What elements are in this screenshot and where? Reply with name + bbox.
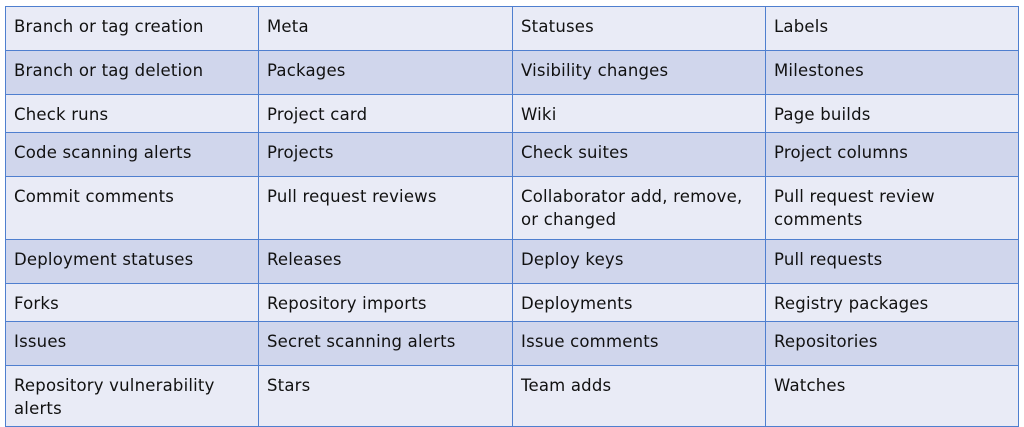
table-cell: Check suites xyxy=(512,132,766,177)
table-cell: Deployments xyxy=(512,283,766,322)
table-cell: Stars xyxy=(258,365,513,427)
table-cell: Team adds xyxy=(512,365,766,427)
table-cell: Repository vulnerability alerts xyxy=(5,365,259,427)
table-cell: Branch or tag creation xyxy=(5,6,259,51)
table-cell: Watches xyxy=(765,365,1019,427)
table-cell: Issues xyxy=(5,321,259,366)
table-cell: Repository imports xyxy=(258,283,513,322)
table-row: Branch or tag creation Meta Statuses Lab… xyxy=(5,6,1019,51)
table-cell: Statuses xyxy=(512,6,766,51)
table-cell: Page builds xyxy=(765,94,1019,133)
table-cell: Pull request review comments xyxy=(765,176,1019,240)
table-row: Code scanning alerts Projects Check suit… xyxy=(5,132,1019,177)
table-cell: Pull requests xyxy=(765,239,1019,284)
table-cell: Branch or tag deletion xyxy=(5,50,259,95)
table-cell: Repositories xyxy=(765,321,1019,366)
table-cell: Project columns xyxy=(765,132,1019,177)
table-row: Check runs Project card Wiki Page builds xyxy=(5,94,1019,133)
table-row: Branch or tag deletion Packages Visibili… xyxy=(5,50,1019,95)
table-row: Forks Repository imports Deployments Reg… xyxy=(5,283,1019,322)
table-cell: Issue comments xyxy=(512,321,766,366)
table-cell: Deployment statuses xyxy=(5,239,259,284)
table-cell: Deploy keys xyxy=(512,239,766,284)
table-row: Issues Secret scanning alerts Issue comm… xyxy=(5,321,1019,366)
table-cell: Wiki xyxy=(512,94,766,133)
event-types-table: Branch or tag creation Meta Statuses Lab… xyxy=(5,6,1019,427)
table-cell: Packages xyxy=(258,50,513,95)
table-cell: Visibility changes xyxy=(512,50,766,95)
table-cell: Project card xyxy=(258,94,513,133)
table-row: Deployment statuses Releases Deploy keys… xyxy=(5,239,1019,284)
table-cell: Collaborator add, remove, or changed xyxy=(512,176,766,240)
table-cell: Labels xyxy=(765,6,1019,51)
table-cell: Registry packages xyxy=(765,283,1019,322)
table-cell: Commit comments xyxy=(5,176,259,240)
table-cell: Releases xyxy=(258,239,513,284)
table-cell: Projects xyxy=(258,132,513,177)
table-cell: Check runs xyxy=(5,94,259,133)
table-row: Repository vulnerability alerts Stars Te… xyxy=(5,365,1019,427)
table-cell: Secret scanning alerts xyxy=(258,321,513,366)
table-cell: Pull request reviews xyxy=(258,176,513,240)
table-row: Commit comments Pull request reviews Col… xyxy=(5,176,1019,240)
table-cell: Forks xyxy=(5,283,259,322)
table-cell: Milestones xyxy=(765,50,1019,95)
table-cell: Meta xyxy=(258,6,513,51)
table-cell: Code scanning alerts xyxy=(5,132,259,177)
